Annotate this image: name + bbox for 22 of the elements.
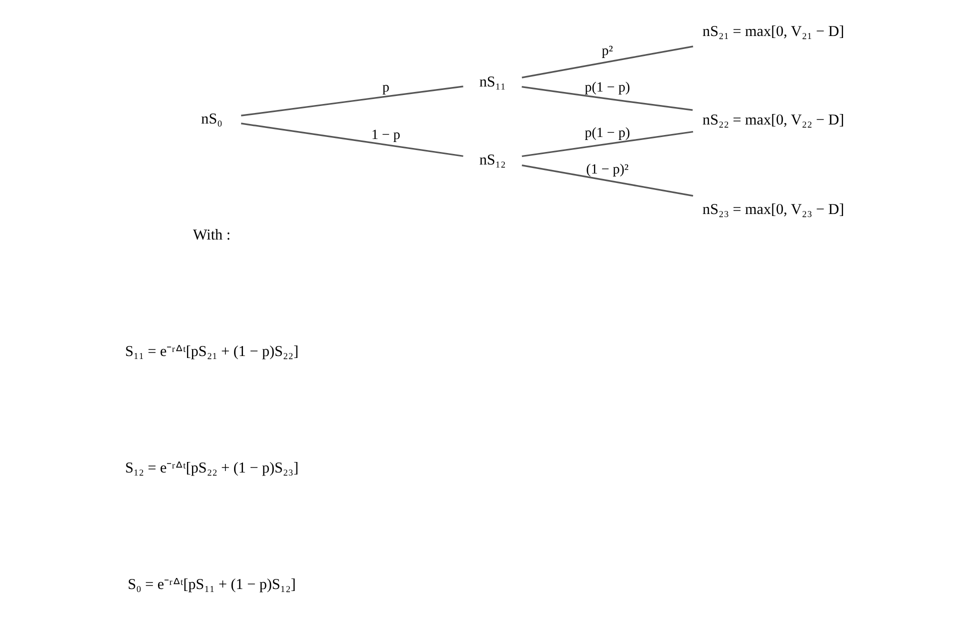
node-text: nS₁₂ xyxy=(479,152,506,168)
label: S₁₂ = e⁻ʳᐞᵗ[pS₂₂ + (1 − p)S₂₃] xyxy=(125,460,298,477)
node-text: nS₂₂ = max[0, V₂₂ − D] xyxy=(702,112,844,128)
node-text: nS₂₁ = max[0, V₂₁ − D] xyxy=(702,24,844,40)
edge-label: p² xyxy=(602,44,613,60)
edge-label: p(1 − p) xyxy=(584,126,630,142)
connector xyxy=(522,130,694,158)
node-text: nS₁₁ xyxy=(479,74,506,91)
edge-label: 1 − p xyxy=(371,128,400,144)
label: S₀ = e⁻ʳᐞᵗ[pS₁₁ + (1 − p)S₁₂] xyxy=(128,576,296,593)
label: With : xyxy=(193,228,231,244)
connector xyxy=(522,164,694,197)
node-text: nS₂₃ = max[0, V₂₃ − D] xyxy=(702,202,844,218)
label: S₁₁ = e⁻ʳᐞᵗ[pS₂₁ + (1 − p)S₂₂] xyxy=(125,344,298,360)
edge-label: p(1 − p) xyxy=(584,80,630,96)
connector xyxy=(522,46,694,78)
edge-label: (1 − p)² xyxy=(586,162,629,178)
connector xyxy=(241,122,464,157)
node-text: nS₀ xyxy=(201,111,222,128)
connector xyxy=(522,86,693,111)
connector xyxy=(241,86,464,116)
edge-label: p xyxy=(382,80,390,96)
